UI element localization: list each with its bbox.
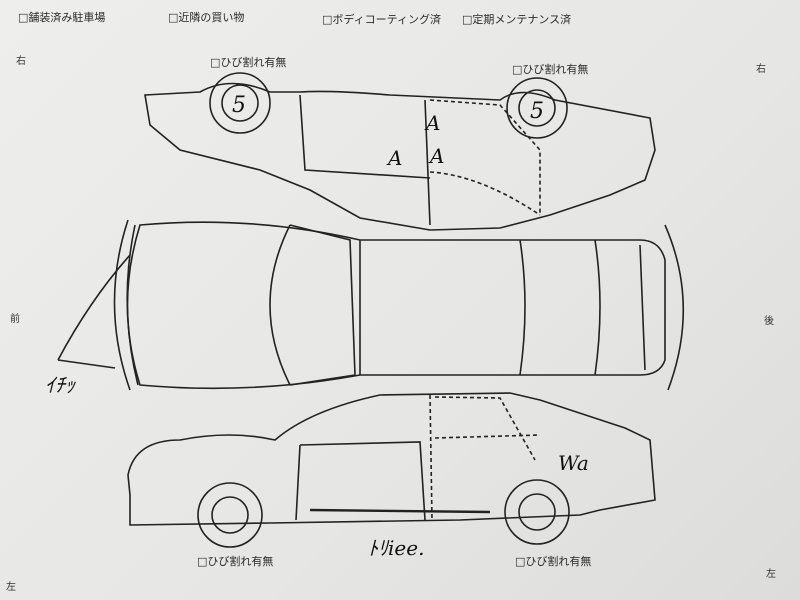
hand-rear-note: Wa: [558, 451, 589, 475]
hand-mark-a2: A: [424, 111, 440, 135]
option-paved-parking[interactable]: □舗装済み駐車場: [18, 11, 106, 24]
label-front: 前: [10, 314, 20, 325]
label-rear: 後: [764, 316, 774, 327]
label-right-side-2: 右: [756, 64, 766, 75]
car-right-side-view: [144, 72, 656, 231]
hand-mark-a3: A: [428, 144, 444, 168]
hand-wheel-top-rear: 5: [530, 99, 544, 124]
label-right-side: 右: [16, 56, 26, 67]
hand-mark-a1: A: [386, 146, 402, 170]
car-top-view: [57, 219, 685, 391]
handwritten-annotations: 5 5 A A A ｲﾁｯ Wa ﾄﾘiee.: [45, 93, 589, 560]
hand-wheel-top-front: 5: [232, 93, 246, 118]
car-left-side-view: [127, 392, 656, 548]
crack-check-bottom-front[interactable]: □ひび割れ有無: [197, 555, 274, 568]
option-body-coating[interactable]: □ボディコーティング済: [322, 13, 441, 26]
hand-front-note: ｲﾁｯ: [45, 373, 76, 397]
label-left-side-2: 左: [766, 569, 776, 580]
crack-check-top-rear[interactable]: □ひび割れ有無: [512, 63, 589, 76]
crack-check-top-front[interactable]: □ひび割れ有無: [210, 56, 287, 69]
hand-sill-note: ﾄﾘiee.: [368, 536, 424, 560]
option-regular-maintenance[interactable]: □定期メンテナンス済: [462, 13, 572, 26]
option-nearby-shopping[interactable]: □近隣の買い物: [168, 11, 245, 24]
label-left-side: 左: [6, 582, 16, 593]
crack-check-bottom-rear[interactable]: □ひび割れ有無: [515, 555, 592, 568]
